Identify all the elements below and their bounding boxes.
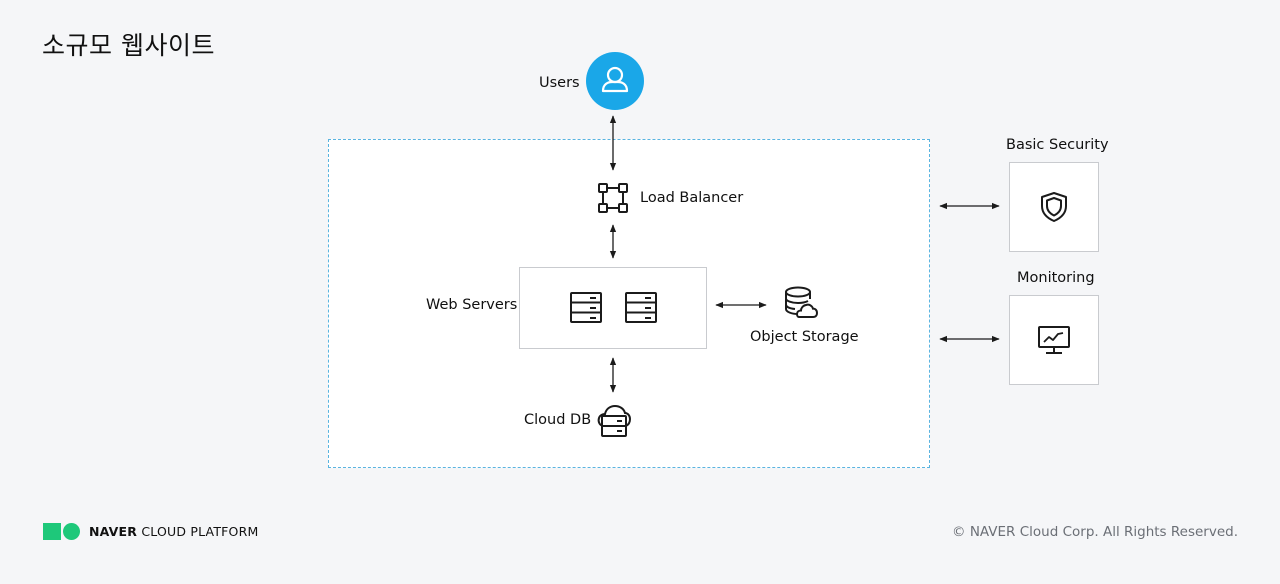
monitor-icon: [1038, 326, 1070, 354]
brand-logo: NAVER CLOUD PLATFORM: [43, 523, 258, 540]
shield-icon: [1041, 192, 1067, 222]
cloud-db-icon: [597, 404, 632, 437]
user-icon: [601, 66, 629, 93]
load-balancer-label: Load Balancer: [640, 190, 744, 206]
server-icon: [625, 292, 657, 323]
web-servers-label: Web Servers: [426, 297, 518, 313]
object-storage-label: Object Storage: [750, 329, 859, 345]
monitoring-label: Monitoring: [1017, 270, 1095, 286]
page-title: 소규모 웹사이트: [42, 31, 215, 60]
copyright-text: © NAVER Cloud Corp. All Rights Reserved.: [952, 524, 1238, 540]
users-label: Users: [539, 75, 580, 91]
web-servers-box: [519, 267, 707, 349]
cloud-db-label: Cloud DB: [524, 412, 592, 428]
brand-name: NAVER CLOUD PLATFORM: [89, 524, 259, 539]
basic-security-label: Basic Security: [1006, 137, 1109, 153]
brand-mark-icon: [43, 523, 80, 540]
server-icon: [570, 292, 602, 323]
load-balancer-icon: [598, 183, 628, 213]
basic-security-box: [1009, 162, 1099, 252]
object-storage-icon: [785, 286, 819, 318]
